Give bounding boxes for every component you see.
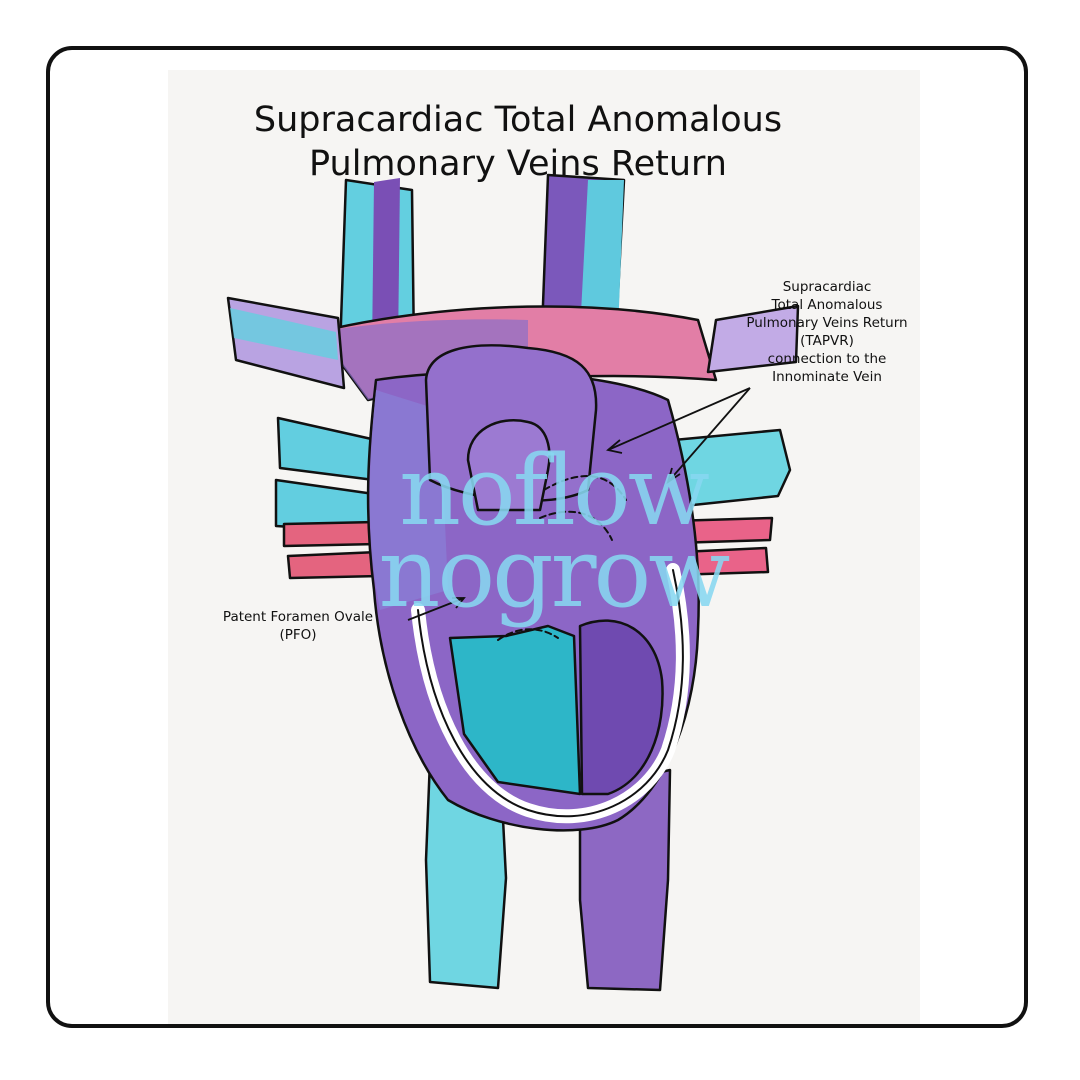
tapvr-line-4: (TAPVR) bbox=[800, 333, 854, 349]
left-ventricle bbox=[578, 619, 664, 796]
title-line-1: Supracardiac Total Anomalous bbox=[253, 100, 783, 140]
annotation-arrows bbox=[407, 387, 751, 621]
right-upper-branch bbox=[706, 304, 800, 374]
tapvr-line-1: Supracardiac bbox=[782, 279, 872, 295]
tapvr-line-6: Innominate Vein bbox=[772, 369, 882, 385]
tapvr-line-2: Total Anomalous bbox=[771, 297, 883, 313]
left-pulmonary-artery bbox=[282, 520, 380, 548]
right-ventricle bbox=[448, 624, 582, 796]
image-frame: Supracardiac Total Anomalous Pulmonary V… bbox=[46, 46, 1028, 1028]
pfo-line-2: (PFO) bbox=[279, 627, 317, 643]
tapvr-line-5: connection to the bbox=[767, 351, 887, 367]
heart-illustration bbox=[226, 173, 800, 992]
title-line-2: Pulmonary Veins Return bbox=[309, 144, 727, 184]
pfo-line-1: Patent Foramen Ovale bbox=[222, 609, 374, 625]
diagram-title: Supracardiac Total Anomalous Pulmonary V… bbox=[168, 98, 868, 186]
pfo-label: Patent Foramen Ovale (PFO) bbox=[188, 608, 408, 644]
tapvr-label: Supracardiac Total Anomalous Pulmonary V… bbox=[712, 278, 942, 386]
tapvr-line-3: Pulmonary Veins Return bbox=[746, 315, 908, 331]
watercolor-paper: Supracardiac Total Anomalous Pulmonary V… bbox=[168, 70, 920, 1024]
